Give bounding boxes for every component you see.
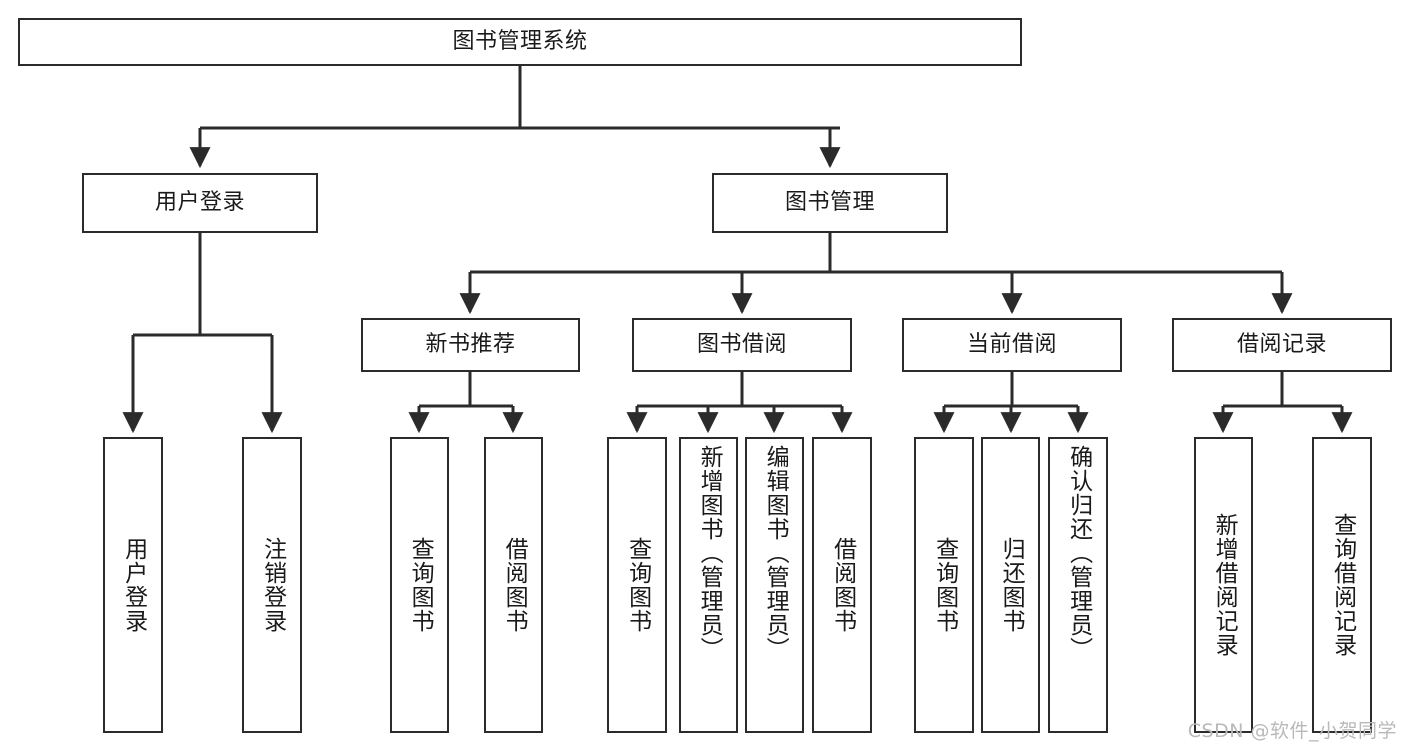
node-borrow-record[interactable]: 借阅记录 (1172, 318, 1392, 372)
leaf-new-book-query[interactable]: 查询图书 (390, 437, 449, 733)
leaf-book-borrow-lend-label: 借阅图书 (829, 537, 856, 633)
node-root-system[interactable]: 图书管理系统 (18, 18, 1022, 66)
leaf-book-borrow-add-label: 新增图书（管理员） (696, 445, 723, 661)
leaf-book-borrow-edit[interactable]: 编辑图书（管理员） (745, 437, 804, 733)
node-new-book-recommend-label: 新书推荐 (425, 331, 516, 357)
leaf-user-login-signout[interactable]: 注销登录 (242, 437, 302, 733)
node-borrow-record-label: 借阅记录 (1236, 331, 1327, 357)
leaf-current-borrow-query[interactable]: 查询图书 (914, 437, 974, 733)
leaf-user-login-signout-label: 注销登录 (259, 537, 286, 633)
leaf-new-book-borrow[interactable]: 借阅图书 (484, 437, 543, 733)
leaf-book-borrow-lend[interactable]: 借阅图书 (812, 437, 872, 733)
leaf-current-borrow-return-label: 归还图书 (998, 537, 1025, 633)
node-current-borrow-label: 当前借阅 (966, 331, 1057, 357)
node-book-management-label: 图书管理 (784, 189, 875, 215)
node-current-borrow[interactable]: 当前借阅 (902, 318, 1122, 372)
node-root-system-label: 图书管理系统 (452, 28, 588, 54)
leaf-book-borrow-query[interactable]: 查询图书 (607, 437, 667, 733)
leaf-current-borrow-return[interactable]: 归还图书 (981, 437, 1040, 733)
leaf-current-borrow-confirm-return[interactable]: 确认归还（管理员） (1048, 437, 1108, 733)
node-user-login-label: 用户登录 (154, 189, 245, 215)
leaf-borrow-record-query-label: 查询借阅记录 (1329, 513, 1356, 657)
leaf-book-borrow-edit-label: 编辑图书（管理员） (762, 445, 789, 661)
node-book-management[interactable]: 图书管理 (712, 173, 948, 233)
node-user-login[interactable]: 用户登录 (82, 173, 318, 233)
leaf-new-book-borrow-label: 借阅图书 (501, 537, 528, 633)
leaf-book-borrow-query-label: 查询图书 (624, 537, 651, 633)
leaf-new-book-query-label: 查询图书 (407, 537, 434, 633)
leaf-current-borrow-confirm-return-label: 确认归还（管理员） (1065, 445, 1092, 661)
node-new-book-recommend[interactable]: 新书推荐 (361, 318, 580, 372)
leaf-borrow-record-add[interactable]: 新增借阅记录 (1194, 437, 1253, 733)
leaf-user-login-signin-label: 用户登录 (120, 537, 147, 633)
leaf-user-login-signin[interactable]: 用户登录 (103, 437, 163, 733)
leaf-borrow-record-query[interactable]: 查询借阅记录 (1312, 437, 1372, 733)
node-book-borrow-label: 图书借阅 (696, 331, 787, 357)
leaf-current-borrow-query-label: 查询图书 (931, 537, 958, 633)
leaf-book-borrow-add[interactable]: 新增图书（管理员） (679, 437, 738, 733)
leaf-borrow-record-add-label: 新增借阅记录 (1211, 513, 1238, 657)
node-book-borrow[interactable]: 图书借阅 (632, 318, 852, 372)
